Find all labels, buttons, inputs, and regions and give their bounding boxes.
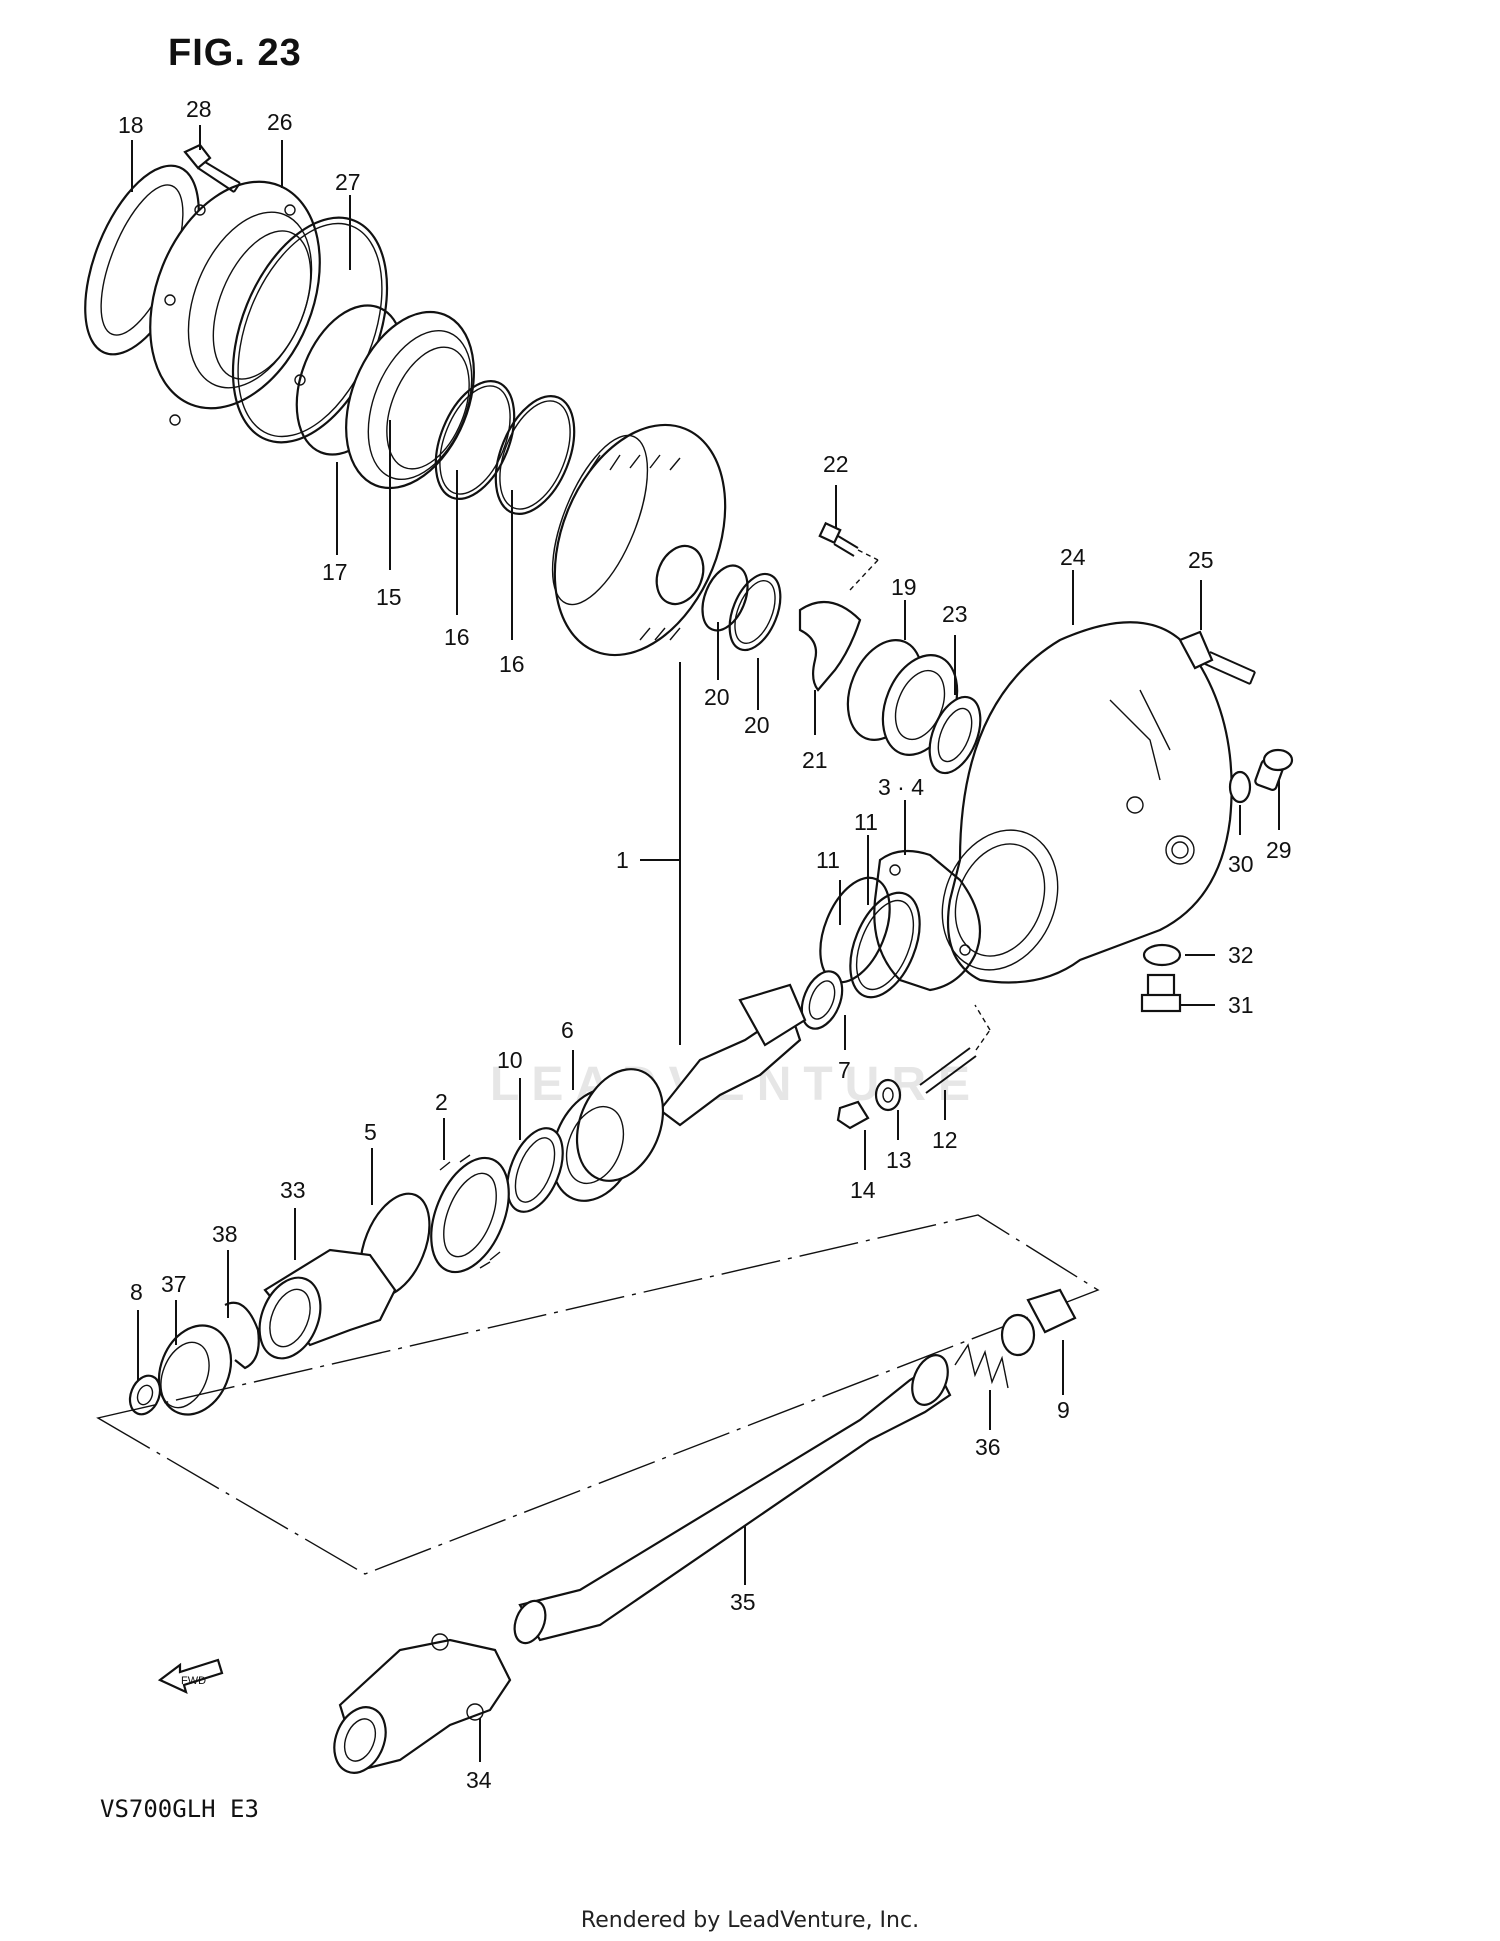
- callout-1: 1: [616, 847, 629, 873]
- part-13-washer[interactable]: [874, 1078, 902, 1112]
- callout-33: 33: [280, 1177, 306, 1203]
- callout-20a: 20: [704, 684, 730, 710]
- part-15-bearing[interactable]: [322, 293, 498, 507]
- part-2-locknut[interactable]: [416, 1147, 524, 1284]
- part-38-circlip[interactable]: [224, 1301, 260, 1370]
- callout-17: 17: [322, 559, 348, 585]
- figure-title: FIG. 23: [168, 32, 302, 74]
- part-25-stud-bolt[interactable]: [1178, 630, 1256, 685]
- part-30-washer[interactable]: [1228, 770, 1252, 804]
- callout-34: 34: [466, 1767, 492, 1793]
- model-code: VS700GLH E3: [100, 1795, 259, 1823]
- callout-30: 30: [1228, 851, 1254, 877]
- part-24-final-gear-case[interactable]: [922, 621, 1233, 987]
- callout-12: 12: [932, 1127, 958, 1153]
- part-28-bolt[interactable]: [183, 143, 241, 193]
- part-8-washer[interactable]: [125, 1371, 166, 1419]
- callout-21: 21: [802, 747, 828, 773]
- part-3-4-gasket[interactable]: [873, 849, 982, 992]
- part-11-shim-b[interactable]: [837, 883, 934, 1007]
- callout-31: 31: [1228, 992, 1254, 1018]
- part-9-bolt[interactable]: [1000, 1288, 1077, 1357]
- part-37-oil-seal[interactable]: [146, 1315, 244, 1426]
- callout-29: 29: [1266, 837, 1292, 863]
- part-16-shim-a[interactable]: [420, 370, 529, 510]
- callout-16a: 16: [444, 624, 470, 650]
- part-33-coupling[interactable]: [248, 1248, 397, 1367]
- callout-10: 10: [497, 1047, 523, 1073]
- callout-20b: 20: [744, 712, 770, 738]
- part-1-ring-gear[interactable]: [523, 400, 758, 681]
- callout-35: 35: [730, 1589, 756, 1615]
- part-1-drive-pinion[interactable]: [658, 983, 807, 1127]
- fwd-direction-arrow: FWD: [157, 1658, 224, 1695]
- callout-5: 5: [364, 1119, 377, 1145]
- part-20-shim-a[interactable]: [694, 559, 757, 637]
- part-12-stud[interactable]: [919, 1047, 977, 1094]
- part-29-oil-filler-plug[interactable]: [1254, 748, 1294, 791]
- part-31-drain-plug[interactable]: [1140, 973, 1182, 1013]
- callout-14: 14: [850, 1177, 876, 1203]
- part-6-bearing[interactable]: [536, 1056, 679, 1214]
- part-21-retainer[interactable]: [798, 600, 862, 692]
- part-32-gasket[interactable]: [1142, 943, 1182, 967]
- callout-36: 36: [975, 1434, 1001, 1460]
- part-14-nut[interactable]: [836, 1100, 870, 1130]
- callout-19: 19: [891, 574, 917, 600]
- callout-8: 8: [130, 1279, 143, 1305]
- part-7-bearing-race[interactable]: [794, 965, 850, 1034]
- callout-13: 13: [886, 1147, 912, 1173]
- part-20-shim-b[interactable]: [720, 567, 791, 658]
- part-36-spring[interactable]: [954, 1343, 1009, 1389]
- part-22-bolt[interactable]: [818, 521, 859, 557]
- callout-18: 18: [118, 112, 144, 138]
- leader-lines: [131, 125, 1280, 1762]
- callout-27: 27: [335, 169, 361, 195]
- callout-32: 32: [1228, 942, 1254, 968]
- callout-16b: 16: [499, 651, 525, 677]
- callout-28: 28: [186, 96, 212, 122]
- callout-11a: 11: [854, 809, 878, 835]
- part-10-spacer[interactable]: [496, 1120, 573, 1220]
- callout-6: 6: [561, 1017, 574, 1043]
- callout-11b: 11: [816, 847, 840, 873]
- render-credit-footer: Rendered by LeadVenture, Inc.: [580, 1908, 920, 1933]
- callout-22: 22: [823, 451, 849, 477]
- callout-23: 23: [942, 601, 968, 627]
- callout-3-4: 3 · 4: [878, 774, 924, 800]
- shaft-group-outline: [96, 1214, 1100, 1575]
- callout-24: 24: [1060, 544, 1086, 570]
- part-23-oil-seal[interactable]: [920, 690, 991, 781]
- callout-7: 7: [838, 1057, 851, 1083]
- part-26-bearing-case[interactable]: [118, 156, 351, 433]
- callout-15: 15: [376, 584, 402, 610]
- part-35-propeller-shaft[interactable]: [509, 1350, 955, 1648]
- callout-37: 37: [161, 1271, 187, 1297]
- part-34-universal-joint[interactable]: [325, 1633, 512, 1781]
- fwd-label: FWD: [181, 1675, 206, 1687]
- callout-9: 9: [1057, 1397, 1070, 1423]
- callout-26: 26: [267, 109, 293, 135]
- callout-2: 2: [435, 1089, 448, 1115]
- callout-38: 38: [212, 1221, 238, 1247]
- callout-25: 25: [1188, 547, 1214, 573]
- callout-labels: 18 28 26 27 17 15 16 16 22 24 25 19 23 2…: [118, 96, 1292, 1793]
